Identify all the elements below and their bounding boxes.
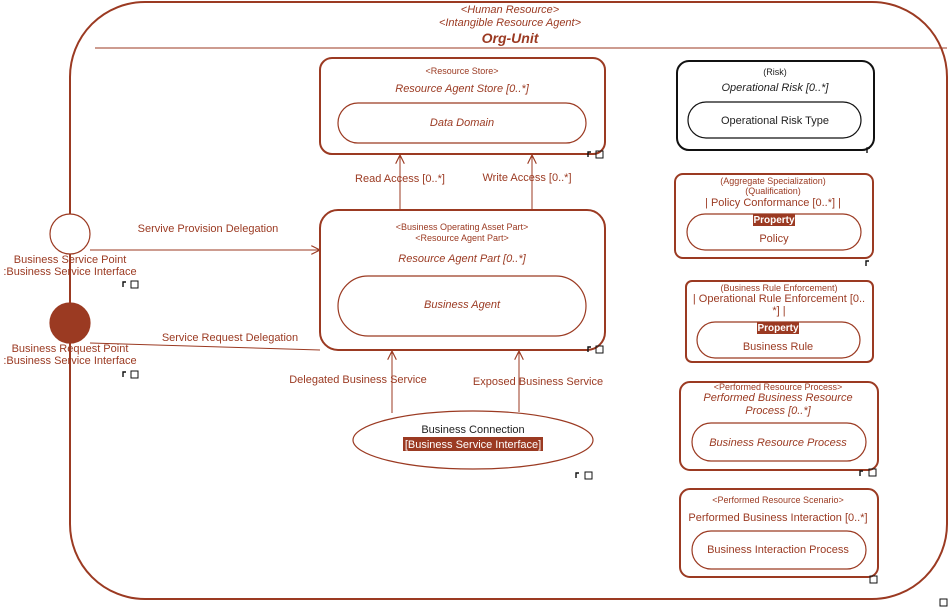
process-label: Business Resource Process bbox=[709, 437, 847, 449]
resource-store-stereotype: <Resource Store> bbox=[425, 66, 498, 76]
resource-store-corner-icons[interactable] bbox=[587, 150, 604, 159]
policy-property-label: Property bbox=[753, 215, 795, 226]
business-service-point-port[interactable]: Business Service Point :Business Service… bbox=[3, 213, 139, 289]
process-inner-node[interactable] bbox=[691, 422, 867, 462]
expand-icon bbox=[595, 345, 604, 354]
expand-icon bbox=[584, 471, 593, 480]
org-unit-title: Org-Unit bbox=[482, 30, 540, 46]
shortcut-icon bbox=[122, 371, 126, 377]
request-point-label-2: :Business Service Interface bbox=[3, 355, 136, 367]
resource-process-node[interactable]: <Performed Resource Process> Performed B… bbox=[679, 381, 879, 471]
expand-icon bbox=[868, 468, 877, 477]
org-unit-stereotype-2: <Intangible Resource Agent> bbox=[439, 17, 582, 29]
process-stereotype: <Performed Resource Process> bbox=[714, 382, 843, 392]
service-request-edge[interactable] bbox=[89, 342, 321, 351]
policy-stereotype-2: (Qualification) bbox=[745, 186, 801, 196]
risk-type-node[interactable] bbox=[687, 101, 862, 139]
rule-property-label: Property bbox=[757, 323, 799, 334]
service-provision-label: Servive Provision Delegation bbox=[138, 223, 279, 235]
exposed-service-label: Exposed Business Service bbox=[473, 376, 603, 388]
operational-risk-node[interactable]: (Risk) Operational Risk [0..*] Operation… bbox=[676, 60, 875, 151]
business-agent-node[interactable] bbox=[337, 275, 587, 337]
data-domain-label: Data Domain bbox=[430, 117, 494, 129]
connection-corner-icons[interactable] bbox=[575, 471, 593, 480]
shortcut-icon bbox=[122, 281, 126, 287]
business-request-point-port[interactable]: Business Request Point :Business Service… bbox=[3, 302, 139, 379]
rule-stereotype: (Business Rule Enforcement) bbox=[720, 283, 837, 293]
interaction-expand-icon[interactable] bbox=[869, 575, 878, 584]
policy-conformance-node[interactable]: (Aggregate Specialization) (Qualificatio… bbox=[674, 173, 874, 259]
connection-interface-tag bbox=[403, 437, 543, 451]
rule-label: Business Rule bbox=[743, 341, 813, 353]
business-connection-node[interactable]: Business Connection [Business Service In… bbox=[352, 410, 594, 470]
interaction-label: Business Interaction Process bbox=[707, 544, 849, 556]
business-agent-label: Business Agent bbox=[424, 299, 501, 311]
expand-icon bbox=[130, 370, 139, 379]
write-access-label: Write Access [0..*] bbox=[482, 172, 571, 184]
expand-icon bbox=[595, 150, 604, 159]
service-request-label: Service Request Delegation bbox=[162, 332, 298, 344]
interaction-stereotype: <Performed Resource Scenario> bbox=[712, 495, 844, 505]
agent-part-title: Resource Agent Part [0..*] bbox=[398, 253, 526, 265]
agent-part-stereotype-2: <Resource Agent Part> bbox=[415, 233, 509, 243]
risk-type-label: Operational Risk Type bbox=[721, 115, 829, 127]
shortcut-icon bbox=[587, 346, 591, 352]
interaction-inner-node[interactable] bbox=[691, 530, 867, 570]
shortcut-icon bbox=[859, 470, 863, 476]
resource-agent-store-node[interactable]: <Resource Store> Resource Agent Store [0… bbox=[319, 57, 606, 155]
policy-shortcut-icon[interactable] bbox=[865, 260, 869, 266]
resource-store-title: Resource Agent Store [0..*] bbox=[395, 83, 529, 95]
shortcut-icon bbox=[587, 151, 591, 157]
process-title-2: Process [0..*] bbox=[745, 405, 811, 417]
process-corner-icons[interactable] bbox=[859, 468, 877, 477]
service-point-label-1: Business Service Point bbox=[14, 254, 127, 266]
org-unit-expand-icon[interactable] bbox=[939, 598, 948, 607]
request-point-label-1: Business Request Point bbox=[12, 343, 129, 355]
rule-title-1: | Operational Rule Enforcement [0.. bbox=[693, 293, 865, 305]
connection-interface-label: [Business Service Interface] bbox=[405, 439, 541, 451]
service-point-label-2: :Business Service Interface bbox=[3, 266, 136, 278]
policy-stereotype-1: (Aggregate Specialization) bbox=[720, 176, 826, 186]
policy-property-tag bbox=[753, 214, 795, 226]
rule-enforcement-node[interactable]: (Business Rule Enforcement) | Operationa… bbox=[685, 280, 874, 363]
rule-title-2: *] | bbox=[772, 305, 785, 317]
business-interaction-node[interactable]: <Performed Resource Scenario> Performed … bbox=[679, 488, 879, 578]
policy-label: Policy bbox=[759, 233, 789, 245]
org-unit-stereotype-1: <Human Resource> bbox=[461, 4, 560, 16]
risk-stereotype: (Risk) bbox=[763, 67, 787, 77]
connection-name: Business Connection bbox=[421, 424, 524, 436]
risk-shortcut-icon[interactable] bbox=[866, 147, 870, 153]
data-domain-node[interactable] bbox=[337, 102, 587, 144]
shortcut-icon bbox=[575, 472, 579, 478]
delegated-service-label: Delegated Business Service bbox=[289, 374, 427, 386]
interaction-title: Performed Business Interaction [0..*] bbox=[688, 512, 867, 524]
process-title-1: Performed Business Resource bbox=[703, 392, 852, 404]
rule-property-tag bbox=[757, 322, 799, 334]
policy-title: | Policy Conformance [0..*] | bbox=[705, 197, 841, 209]
resource-agent-part-node[interactable]: <Business Operating Asset Part> <Resourc… bbox=[319, 209, 606, 351]
read-access-label: Read Access [0..*] bbox=[355, 173, 445, 185]
agent-part-stereotype-1: <Business Operating Asset Part> bbox=[396, 222, 529, 232]
risk-title: Operational Risk [0..*] bbox=[722, 82, 830, 94]
agent-part-corner-icons[interactable] bbox=[587, 345, 604, 354]
expand-icon bbox=[130, 280, 139, 289]
